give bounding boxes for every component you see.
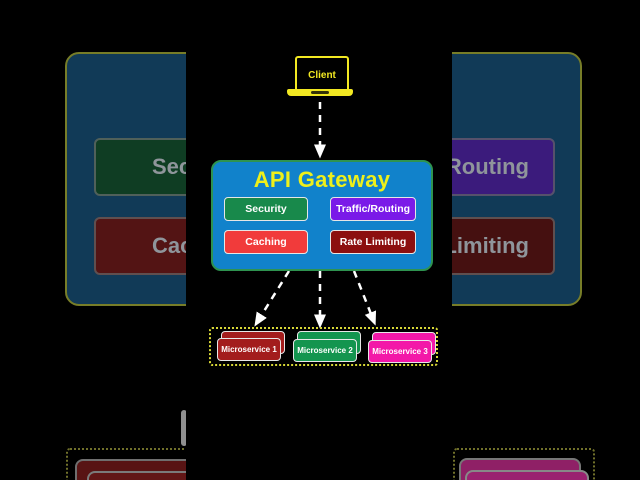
client-laptop-notch — [311, 91, 329, 94]
ghost-routing-label: Traffic/Routing — [452, 154, 529, 179]
api-gateway-title: API Gateway — [253, 167, 391, 192]
feature-caching-label: Caching — [245, 236, 287, 248]
feature-traffic-routing-label: Traffic/Routing — [335, 203, 411, 215]
microservice-3-card: Microservice 3 — [368, 340, 432, 363]
ghost-arrow-fragment — [181, 410, 186, 446]
microservice-2-label: Microservice 2 — [297, 346, 353, 355]
feature-traffic-routing: Traffic/Routing — [330, 197, 416, 221]
feature-security: Security — [224, 197, 308, 221]
client-label: Client — [308, 69, 336, 81]
ghost-rate-limiting-label: Rate Limiting — [452, 233, 529, 258]
ghost-microservices-container-right — [453, 448, 595, 480]
arrow-gateway-to-microservice1 — [254, 270, 291, 327]
ghost-caching-label: Caching — [152, 233, 186, 258]
feature-rate-limiting: Rate Limiting — [330, 230, 416, 254]
microservice-2-card: Microservice 2 — [293, 339, 357, 362]
client-laptop-base — [287, 89, 353, 96]
arrow-gateway-to-microservice3 — [352, 270, 377, 326]
microservice-1-label: Microservice 1 — [221, 345, 277, 354]
microservices-container: Microservice 1 Microservice 2 Microservi… — [209, 327, 438, 366]
ghost-microservice3-card-front — [465, 470, 589, 480]
microservice-3-label: Microservice 3 — [372, 347, 428, 356]
ghost-routing-box: Traffic/Routing — [452, 138, 555, 196]
api-gateway-box: API Gateway Security Traffic/Routing Cac… — [211, 160, 433, 271]
ghost-gateway-box-left: Security Caching — [65, 52, 186, 306]
background-ghost-left: Security Caching — [0, 0, 186, 480]
background-ghost-right: Traffic/Routing Rate Limiting — [452, 0, 640, 480]
microservice-1-card: Microservice 1 — [217, 338, 281, 361]
ghost-security-box: Security — [94, 138, 186, 196]
feature-caching: Caching — [224, 230, 308, 254]
ghost-gateway-box-right: Traffic/Routing Rate Limiting — [452, 52, 582, 306]
feature-security-label: Security — [245, 203, 287, 215]
ghost-rate-limiting-box: Rate Limiting — [452, 217, 555, 275]
ghost-caching-box: Caching — [94, 217, 186, 275]
feature-rate-limiting-label: Rate Limiting — [339, 236, 407, 248]
ghost-security-label: Security — [152, 154, 186, 179]
ghost-microservice1-card-front — [87, 471, 186, 480]
ghost-microservices-container-left — [66, 448, 186, 480]
